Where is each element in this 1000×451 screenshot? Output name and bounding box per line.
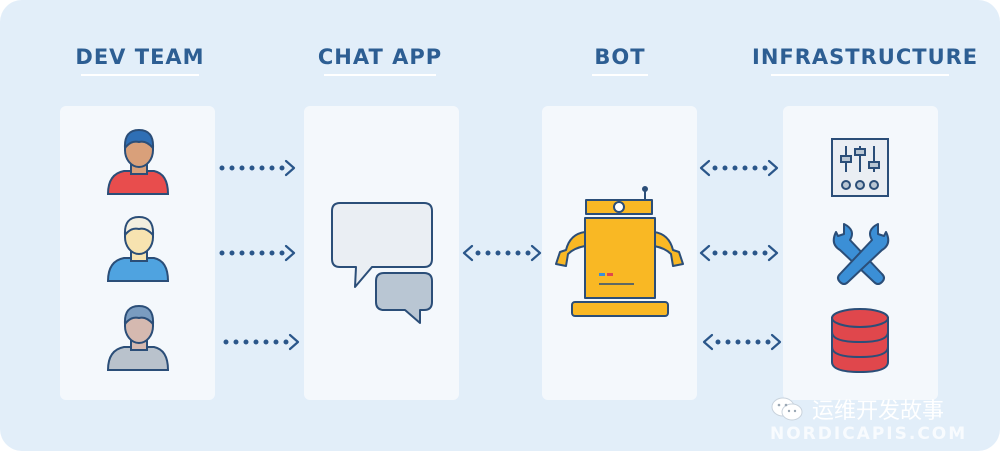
source-watermark: NORDICAPIS.COM xyxy=(770,424,968,444)
developer-avatar-2 xyxy=(106,215,170,282)
developer-avatar-3 xyxy=(106,304,170,371)
watermark: 运维开发故事 xyxy=(770,393,944,425)
database-icon xyxy=(831,308,889,374)
chat-bubbles-icon xyxy=(331,202,433,324)
column-title-chat-app: CHAT APP xyxy=(300,42,460,76)
arrow-chat-bot xyxy=(462,244,542,262)
tools-icon xyxy=(832,223,890,285)
arrow-bot-infra-2 xyxy=(699,244,779,262)
control-panel-icon xyxy=(831,138,889,197)
column-title-bot: BOT xyxy=(540,42,700,76)
column-title-infrastructure: INFRASTRUCTURE xyxy=(752,42,977,76)
column-title-dev-team: DEV TEAM xyxy=(60,42,220,76)
developer-avatar-1 xyxy=(106,128,170,195)
arrow-dev1-to-chat xyxy=(219,159,296,177)
watermark-text: 运维开发故事 xyxy=(812,399,945,424)
bot-robot-icon xyxy=(555,186,684,317)
arrow-dev3-to-chat xyxy=(223,333,300,351)
arrow-bot-infra-3 xyxy=(702,333,782,351)
arrow-bot-infra-1 xyxy=(699,159,779,177)
arrow-dev2-to-chat xyxy=(219,244,296,262)
wechat-icon xyxy=(771,397,803,421)
